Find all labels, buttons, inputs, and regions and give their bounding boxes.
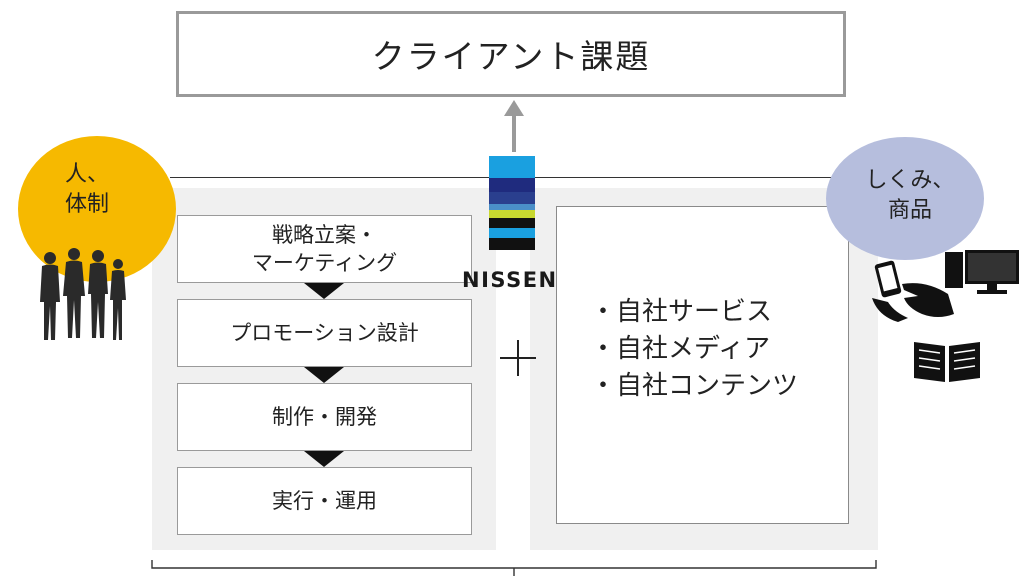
smartphone-icon [872,260,954,322]
step-promotion-design: プロモーション設計 [177,299,472,367]
down-triangle-icon [304,367,344,383]
step-label-line: マーケティング [251,251,398,275]
nissen-logo-icon [489,156,535,250]
monitor-icon [945,250,1019,294]
feature-item: ・自社コンテンツ [590,371,799,401]
logo-stripe [489,192,535,204]
step-execution-operation: 実行・運用 [177,467,472,535]
brand-name: NISSEN [462,268,558,292]
logo-stripe [489,218,535,228]
down-triangle-icon [304,451,344,467]
logo-stripe [489,204,535,210]
logo-stripe [489,228,535,238]
circle-label-line: 人、 [64,162,109,187]
feature-item: ・自社サービス [590,297,773,327]
bottom-bracket [151,560,877,576]
circle-label-line: 体制 [64,192,109,217]
step-strategy-marketing: 戦略立案・マーケティング [177,215,472,283]
circle-label-line: しくみ、 [865,167,955,193]
step-production-development: 制作・開発 [177,383,472,451]
logo-stripe [489,178,535,192]
feature-item: ・自社メディア [590,334,771,364]
client-issue-title: クライアント課題 [176,11,846,97]
step-label-line: 戦略立案・ [271,223,377,247]
logo-stripe [489,238,535,250]
up-arrow-icon [504,100,524,152]
people-silhouette-icon [40,248,126,340]
circle-label-line: 商品 [887,197,932,223]
feature-list: ・自社サービス ・自社メディア ・自社コンテンツ [590,294,798,405]
plus-icon [500,340,536,376]
logo-stripe [489,156,535,178]
system-products-circle: しくみ、 商品 [826,137,984,260]
down-triangle-icon [304,283,344,299]
book-icon [914,342,980,382]
own-assets-box [556,206,849,524]
logo-stripe [489,210,535,218]
